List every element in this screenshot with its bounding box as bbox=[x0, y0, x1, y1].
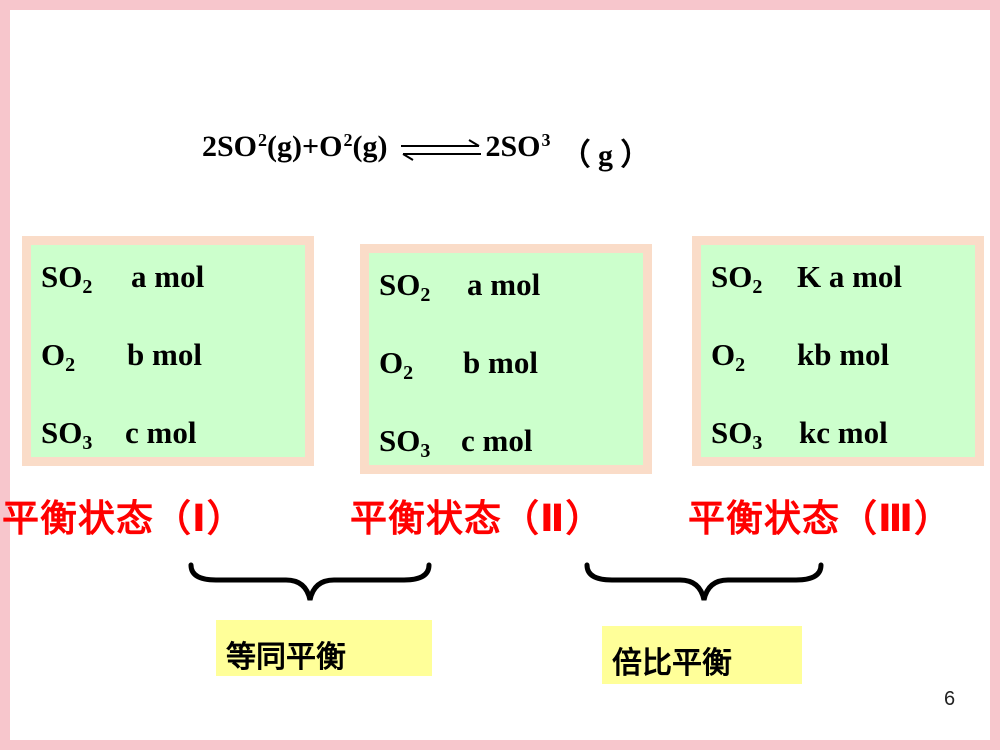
eq-left-sub2: 2 bbox=[343, 130, 353, 150]
eq-right-term: 2SO bbox=[485, 130, 541, 163]
note-equal-equilibrium: 等同平衡 bbox=[216, 620, 432, 676]
eq-left-phase2: (g) bbox=[352, 130, 388, 163]
brace-right-icon bbox=[584, 562, 824, 601]
eq-left-sub1: 2 bbox=[258, 130, 268, 150]
page-number: 6 bbox=[944, 688, 956, 710]
box3-row-o2: O2 kb mol bbox=[711, 337, 890, 376]
eq-right-phase: （ g ） bbox=[560, 139, 651, 172]
state-box-1-fill: SO2 a mol O2 b mol SO3 c mol bbox=[31, 245, 305, 457]
box1-row-so3: SO3 c mol bbox=[41, 415, 197, 454]
state-box-3-fill: SO2 K a mol O2 kb mol SO3 kc mol bbox=[701, 245, 975, 457]
box1-row-so2: SO2 a mol bbox=[41, 259, 205, 298]
box2-row-so2: SO2 a mol bbox=[379, 267, 541, 306]
box3-row-so3: SO3 kc mol bbox=[711, 415, 888, 454]
state-label-1: 平衡状态（Ⅰ） bbox=[2, 497, 245, 540]
state-label-3: 平衡状态（Ⅲ） bbox=[688, 497, 952, 540]
equilibrium-arrows-icon bbox=[401, 139, 482, 161]
box2-row-so3: SO3 c mol bbox=[379, 423, 533, 462]
state-box-3: SO2 K a mol O2 kb mol SO3 kc mol bbox=[692, 236, 984, 466]
eq-left-term1: 2SO bbox=[202, 130, 258, 163]
state-box-2: SO2 a mol O2 b mol SO3 c mol bbox=[360, 244, 652, 474]
state-box-1: SO2 a mol O2 b mol SO3 c mol bbox=[22, 236, 314, 466]
box1-row-o2: O2 b mol bbox=[41, 337, 202, 376]
box2-row-o2: O2 b mol bbox=[379, 345, 538, 384]
state-box-2-fill: SO2 a mol O2 b mol SO3 c mol bbox=[369, 253, 643, 465]
state-label-2: 平衡状态（Ⅱ） bbox=[350, 497, 604, 540]
brace-left-icon bbox=[188, 562, 432, 601]
box3-row-so2: SO2 K a mol bbox=[711, 259, 903, 298]
eq-left-phase1: (g)+O bbox=[267, 130, 343, 163]
eq-right-sub: 3 bbox=[541, 130, 551, 150]
note-ratio-equilibrium: 倍比平衡 bbox=[602, 626, 802, 684]
